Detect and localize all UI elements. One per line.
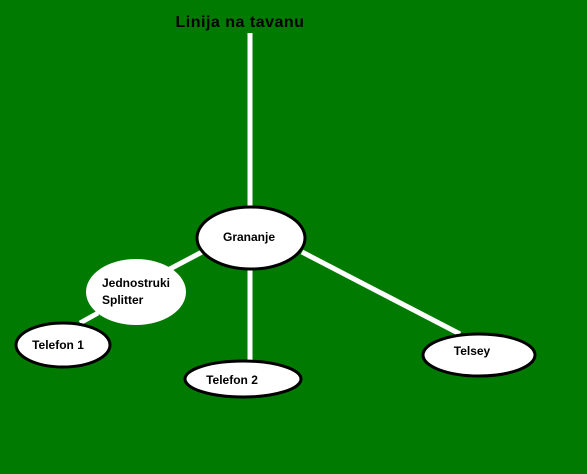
line-splitter-to-telefon1	[78, 310, 100, 326]
grananje-label: Grananje	[223, 230, 275, 244]
splitter-label-line2: Splitter	[102, 293, 144, 307]
line-grananje-to-splitter	[166, 249, 204, 273]
telefon2-label: Telefon 2	[206, 373, 258, 387]
telefon1-label: Telefon 1	[32, 338, 84, 352]
diagram-title: Linija na tavanu	[175, 14, 305, 31]
grananje-node: Grananje	[195, 205, 307, 271]
splitter-label-line1: Jednostruki	[102, 276, 170, 290]
line-grananje-to-telsey	[300, 249, 462, 337]
telefon1-node: Telefon 1	[14, 321, 112, 369]
telsey-label: Telsey	[454, 344, 491, 358]
telsey-node: Telsey	[421, 332, 537, 378]
telefon2-node: Telefon 2	[183, 359, 303, 399]
splitter-node: Jednostruki Splitter	[86, 259, 186, 325]
